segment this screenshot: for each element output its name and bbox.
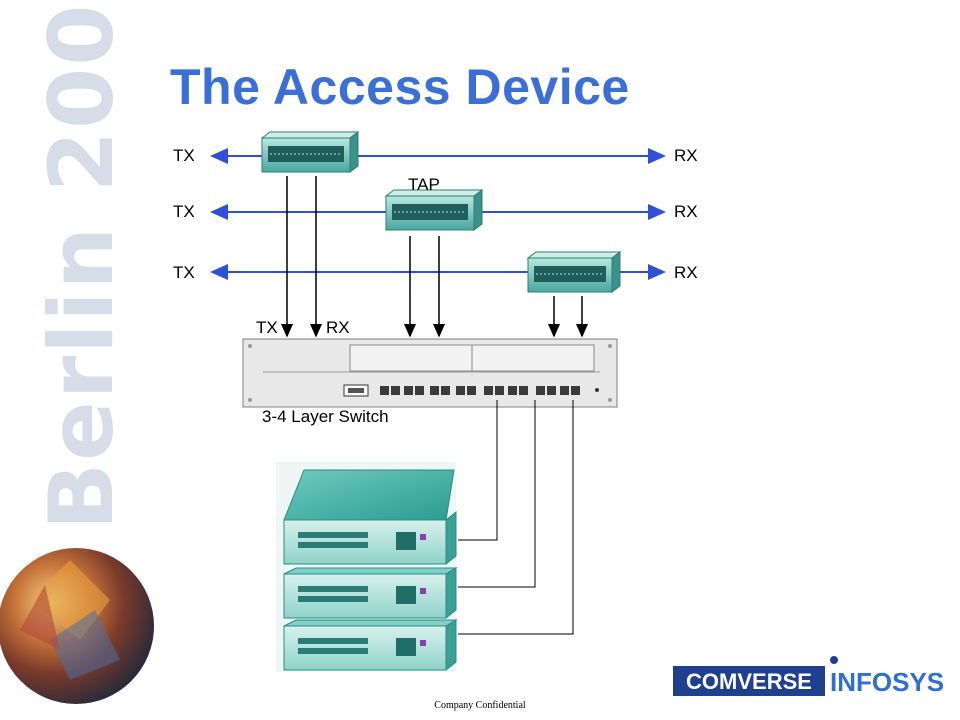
company-logo: COMVERSE INFOSYS xyxy=(673,656,944,697)
link-3-right-label: RX xyxy=(674,263,698,282)
link-2-right-label: RX xyxy=(674,202,698,221)
switch-tx-label: TX xyxy=(256,318,278,337)
logo-text-infosys: INFOSYS xyxy=(830,667,944,697)
link-2-left-label: TX xyxy=(173,202,195,221)
tap-device-2 xyxy=(384,189,484,231)
switch-to-server-cables xyxy=(458,400,574,635)
footer-confidential: Company Confidential xyxy=(434,700,526,711)
tap-device-3 xyxy=(526,251,622,293)
switch-caption: 3-4 Layer Switch xyxy=(262,407,389,426)
slide-title: The Access Device xyxy=(170,59,630,115)
switch-rx-label: RX xyxy=(326,318,350,337)
layer-switch xyxy=(242,338,618,408)
tap-to-switch-arrows xyxy=(281,176,588,338)
link-3-left-label: TX xyxy=(173,263,195,282)
tap-label: TAP xyxy=(408,175,440,194)
link-1-right-label: RX xyxy=(674,146,698,165)
logo-text-comverse: COMVERSE xyxy=(686,669,812,694)
tap-device-1 xyxy=(260,131,360,173)
server-stack xyxy=(276,462,458,672)
globe-graphic xyxy=(0,548,154,704)
link-1-left-label: TX xyxy=(173,146,195,165)
